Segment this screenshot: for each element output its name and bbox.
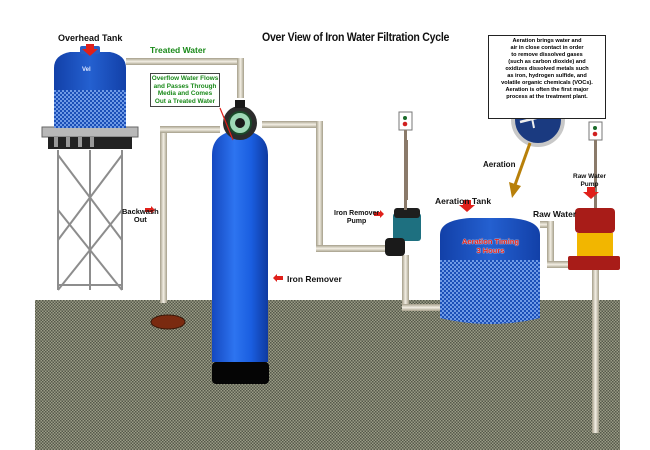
label-backwash-line: Out <box>133 215 147 224</box>
info-line: Aeration is often the first major <box>505 87 589 93</box>
indicator-arrows <box>82 44 599 282</box>
label-treated-water: Treated Water <box>150 45 206 55</box>
info-line: process at the treatment plant. <box>506 94 588 100</box>
treated-water-pipe <box>126 58 244 65</box>
label-aeration-tank: Aeration Tank <box>435 196 492 206</box>
info-line: Aeration brings water and <box>512 38 582 44</box>
iron-remover-vessel <box>212 130 268 362</box>
label-aeration: Aeration <box>483 160 516 169</box>
backwash-pipe <box>160 128 167 303</box>
raw-pump-line: Raw Water <box>573 173 606 180</box>
tower-structure <box>57 150 123 291</box>
label-overhead-tank: Overhead Tank <box>58 33 123 43</box>
raw-water-pump <box>568 208 620 270</box>
label-raw-water-pump: Raw Water Pump <box>573 173 606 188</box>
overflow-note-line: Out a Treated Water <box>154 97 216 105</box>
aeration-timing-line: Aeration Timing <box>462 237 519 246</box>
diagram-title: Over View of Iron Water Filtration Cycle <box>262 32 450 44</box>
info-line: oxidizes dissolved metals such <box>505 66 589 72</box>
control-box-2 <box>588 121 603 141</box>
ground <box>35 300 620 450</box>
info-line: as iron, hydrogen sulfide, and <box>507 73 587 79</box>
info-line: (such as carbon dioxide) and <box>508 59 586 65</box>
label-iron-remover: Iron Remover <box>287 274 342 284</box>
label-pump-line: Pump <box>346 218 367 225</box>
info-line: volatile organic chemicals (VOCs). <box>501 80 593 86</box>
label-iron-remover-pump: Iron Remover Pump <box>334 210 379 226</box>
control-box-1 <box>398 111 413 131</box>
label-aeration-timing: Aeration Timing 3 Hours <box>462 237 519 255</box>
aeration-info-box: Aeration brings water and air in close c… <box>488 35 606 119</box>
overflow-note-line: Overflow Water Flows <box>151 75 219 82</box>
label-pump-line: Iron Remover <box>334 210 380 217</box>
info-line: to remove dissolved gases <box>511 52 583 58</box>
iron-remover-pump <box>385 208 421 256</box>
overflow-note-line: and Passes Through <box>153 82 217 90</box>
tower-platform <box>41 126 139 138</box>
tank-brand: Vel <box>82 67 91 73</box>
drain <box>150 314 186 330</box>
aeration-timing-line: 3 Hours <box>476 245 505 255</box>
label-backwash-out: Backwash Out <box>122 208 159 224</box>
label-raw-water: Raw Water <box>533 209 577 219</box>
overflow-note-box: Overflow Water Flows and Passes Through … <box>150 73 220 107</box>
raw-pump-line: Pump <box>580 180 599 188</box>
overflow-note-line: Media and Comes <box>157 90 213 98</box>
multiport-valve <box>223 100 257 140</box>
info-line: air in close contact in order <box>510 45 584 51</box>
label-backwash-line: Backwash <box>122 207 159 216</box>
pointer-line <box>219 107 234 141</box>
